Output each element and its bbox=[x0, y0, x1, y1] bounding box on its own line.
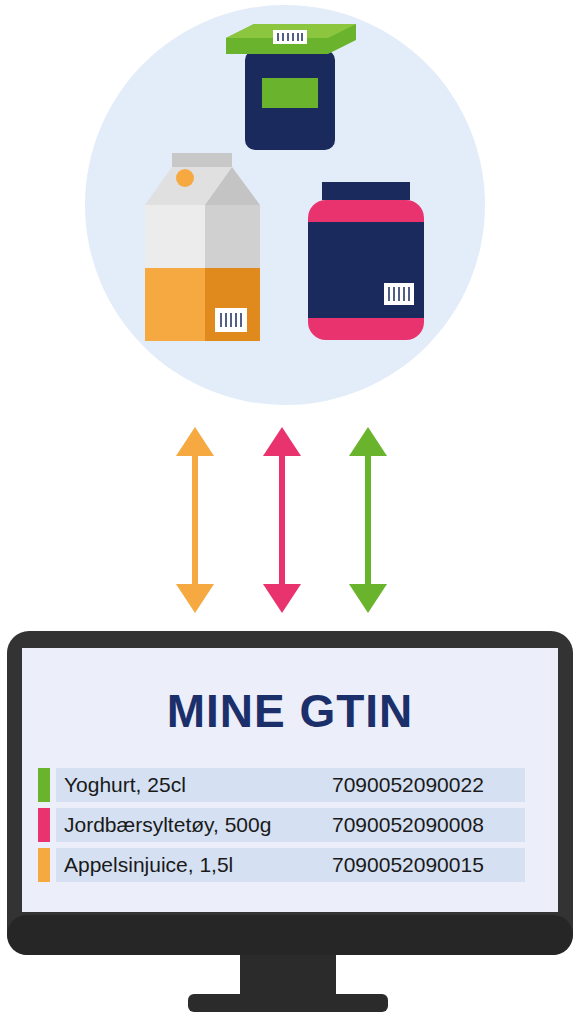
monitor bbox=[7, 631, 573, 1012]
color-marker bbox=[38, 848, 50, 882]
product-row: Jordbærsyltetøy, 500g 7090052090008 bbox=[56, 808, 525, 842]
double-arrows bbox=[176, 427, 387, 613]
juice-carton bbox=[145, 153, 260, 341]
product-name: Yoghurt, 25cl bbox=[64, 773, 186, 797]
product-circle bbox=[85, 5, 485, 405]
gtin-number: 7090052090022 bbox=[332, 773, 484, 797]
product-row: Appelsinjuice, 1,5l 7090052090015 bbox=[56, 848, 525, 882]
screen-title: MINE GTIN bbox=[22, 684, 558, 738]
product-name: Appelsinjuice, 1,5l bbox=[64, 853, 233, 877]
product-name: Jordbærsyltetøy, 500g bbox=[64, 813, 271, 837]
product-row: Yoghurt, 25cl 7090052090022 bbox=[56, 768, 525, 802]
jam-jar bbox=[308, 182, 424, 340]
gtin-number: 7090052090015 bbox=[332, 853, 484, 877]
color-marker bbox=[38, 808, 50, 842]
gtin-number: 7090052090008 bbox=[332, 813, 484, 837]
monitor-screen: MINE GTIN Yoghurt, 25cl 7090052090022Jordb… bbox=[22, 648, 558, 912]
color-marker bbox=[38, 768, 50, 802]
yoghurt-cup bbox=[226, 24, 356, 150]
